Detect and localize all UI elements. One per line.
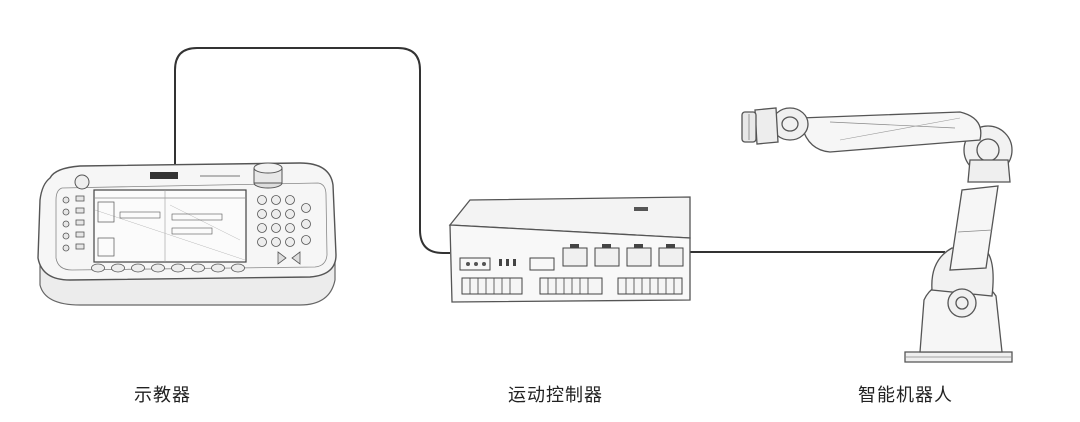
controller-label: 运动控制器 xyxy=(508,385,603,406)
pendant-label: 示教器 xyxy=(134,385,191,406)
robot-label: 智能机器人 xyxy=(858,385,953,406)
robot-arm xyxy=(741,107,1013,363)
motion-controller xyxy=(448,196,691,303)
teach-pendant xyxy=(37,162,337,306)
cable-pendant-to-controller xyxy=(174,47,450,254)
